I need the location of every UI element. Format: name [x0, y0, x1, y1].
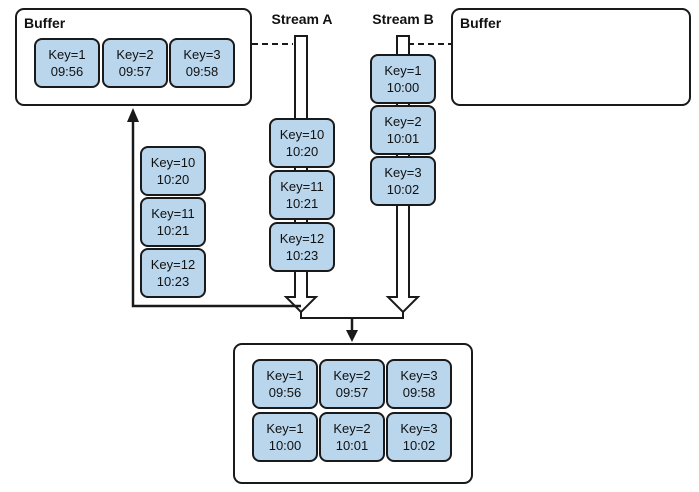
stream-b-record-2: Key=2 10:01 [370, 105, 436, 155]
stream-a-record-3: Key=12 10:23 [269, 222, 335, 272]
output-record-top-2: Key=2 09:57 [319, 359, 385, 409]
record-key: Key=1 [266, 421, 304, 436]
record-time: 10:00 [386, 80, 420, 95]
stream-b-record-3: Key=3 10:02 [370, 156, 436, 206]
buffer-left-record-1: Key=1 09:56 [34, 38, 100, 88]
record-time: 10:01 [335, 438, 369, 453]
record-key: Key=3 [400, 421, 438, 436]
output-record-bottom-2: Key=2 10:01 [319, 412, 385, 462]
stream-b-record-1: Key=1 10:00 [370, 54, 436, 104]
record-time: 10:20 [156, 172, 190, 187]
record-key: Key=11 [280, 179, 324, 194]
feedback-record-3: Key=12 10:23 [140, 248, 206, 298]
record-key: Key=10 [279, 127, 325, 142]
record-time: 10:01 [386, 131, 420, 146]
stream-a-label: Stream A [271, 11, 333, 27]
record-key: Key=2 [333, 421, 371, 436]
record-time: 10:20 [285, 144, 319, 159]
record-key: Key=3 [384, 165, 422, 180]
record-time: 09:56 [50, 64, 84, 79]
buffer-left-title: Buffer [24, 15, 66, 31]
output-record-top-3: Key=3 09:58 [386, 359, 452, 409]
record-key: Key=12 [150, 257, 196, 272]
record-time: 09:56 [268, 385, 302, 400]
record-key: Key=11 [151, 206, 195, 221]
output-record-top-1: Key=1 09:56 [252, 359, 318, 409]
record-time: 10:21 [156, 223, 190, 238]
record-key: Key=10 [150, 155, 196, 170]
stream-b-label: Stream B [372, 11, 434, 27]
record-key: Key=1 [384, 63, 422, 78]
output-arrowhead [346, 330, 358, 342]
record-time: 09:58 [402, 385, 436, 400]
output-record-bottom-1: Key=1 10:00 [252, 412, 318, 462]
buffer-right: Buffer [451, 8, 691, 106]
record-time: 09:57 [118, 64, 152, 79]
record-time: 09:58 [185, 64, 219, 79]
feedback-arrowhead [127, 108, 139, 122]
record-time: 10:02 [386, 182, 420, 197]
record-key: Key=2 [333, 368, 371, 383]
record-time: 10:02 [402, 438, 436, 453]
record-time: 10:00 [268, 438, 302, 453]
record-key: Key=12 [279, 231, 325, 246]
feedback-record-1: Key=10 10:20 [140, 146, 206, 196]
record-key: Key=3 [400, 368, 438, 383]
merge-bracket [300, 312, 404, 319]
record-key: Key=2 [384, 114, 422, 129]
record-key: Key=1 [48, 47, 86, 62]
record-time: 09:57 [335, 385, 369, 400]
record-key: Key=1 [266, 368, 304, 383]
feedback-line [131, 120, 301, 308]
feedback-record-2: Key=11 10:21 [140, 197, 206, 247]
buffer-right-title: Buffer [460, 15, 502, 31]
record-time: 10:21 [285, 196, 319, 211]
buffer-left-record-3: Key=3 09:58 [169, 38, 235, 88]
record-time: 10:23 [156, 274, 190, 289]
record-key: Key=3 [183, 47, 221, 62]
record-key: Key=2 [116, 47, 154, 62]
stream-a-record-2: Key=11 10:21 [269, 170, 335, 220]
stream-a-record-1: Key=10 10:20 [269, 118, 335, 168]
record-time: 10:23 [285, 248, 319, 263]
buffer-left-record-2: Key=2 09:57 [102, 38, 168, 88]
output-record-bottom-3: Key=3 10:02 [386, 412, 452, 462]
